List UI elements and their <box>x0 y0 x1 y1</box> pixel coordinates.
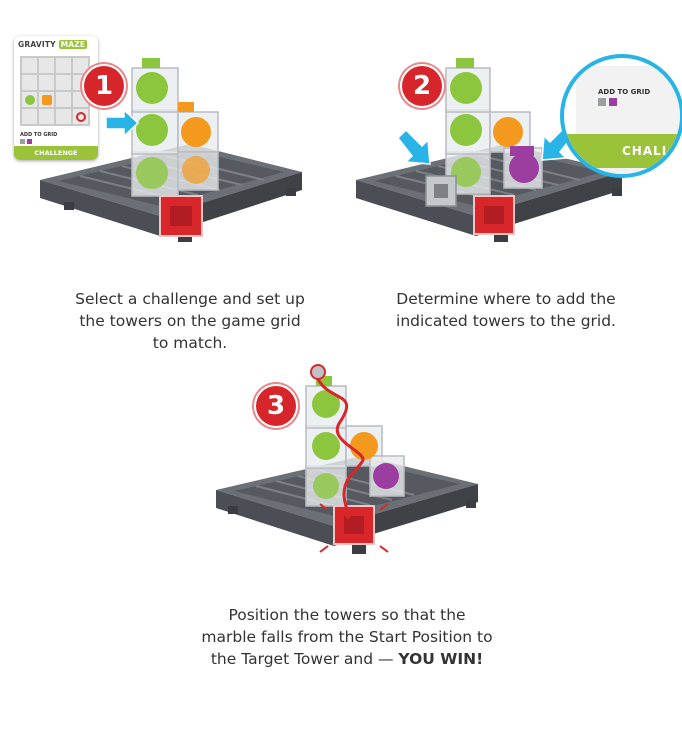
challenge-card: GRAVITY MAZE ADD TO GRID CHALLENGE <box>14 36 98 160</box>
step-3-caption: Position the towers so that the marble f… <box>201 606 493 668</box>
challenge-label: CHALLENGE <box>14 146 98 160</box>
zoom-add-to-grid-swatches <box>598 98 617 106</box>
add-to-grid-label: ADD TO GRID <box>20 132 58 138</box>
step-2-illustration <box>356 58 622 242</box>
step-3-illustration <box>216 376 478 554</box>
marble-path-icon <box>310 364 365 520</box>
step-3-badge: 3 <box>256 386 296 426</box>
you-win-text: YOU WIN! <box>398 650 484 668</box>
game-logo: GRAVITY MAZE <box>18 40 88 49</box>
step-1-illustration <box>40 58 302 242</box>
arrow-right-icon <box>105 108 140 138</box>
step-1-badge: 1 <box>84 66 124 106</box>
step-2-badge: 2 <box>402 66 442 106</box>
zoom-add-to-grid-label: ADD TO GRID <box>598 88 651 96</box>
step-2-caption: Determine where to add the indicated tow… <box>396 290 616 330</box>
arrow-down-right-icon <box>397 128 431 165</box>
challenge-card-zoom: ADD TO GRID CHALL <box>560 54 682 178</box>
add-to-grid-swatches <box>20 139 32 144</box>
challenge-grid <box>20 56 90 126</box>
zoom-challenge-label: CHALL <box>564 134 680 168</box>
step-1-caption: Select a challenge and set up the towers… <box>75 290 305 352</box>
